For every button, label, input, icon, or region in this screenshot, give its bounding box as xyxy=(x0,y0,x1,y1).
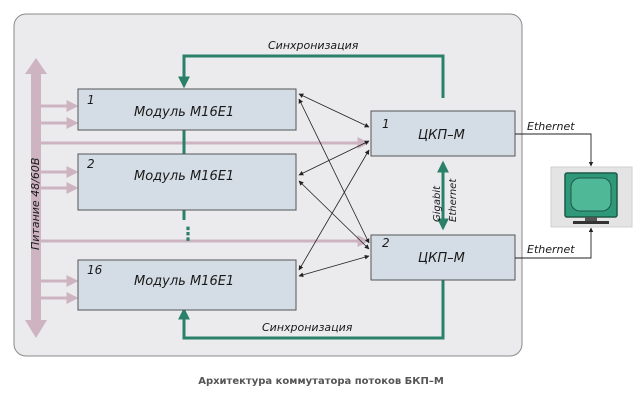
ckp-1: 1 ЦКП–М xyxy=(370,110,516,157)
sync-lines xyxy=(178,54,445,340)
ckp-1-name: ЦКП–М xyxy=(418,128,465,143)
module-16-name: Модуль M16E1 xyxy=(134,274,234,289)
monitor-icon xyxy=(550,166,633,228)
gigabit-label-line1: Gigabit xyxy=(432,185,443,222)
power-bus xyxy=(25,58,47,338)
module-1-number: 1 xyxy=(87,93,95,107)
module-2-number: 2 xyxy=(87,157,95,171)
diagram-caption: Архитектура коммутатора потоков БКП–М xyxy=(198,376,444,387)
ethernet-links xyxy=(515,133,594,259)
module-2-name: Модуль M16E1 xyxy=(134,169,234,184)
module-2: 2 Модуль M16E1 xyxy=(77,153,297,211)
ethernet-top-label: Ethernet xyxy=(527,120,575,133)
module-16: 16 Модуль M16E1 xyxy=(77,259,297,311)
ckp-2: 2 ЦКП–М xyxy=(370,234,516,281)
ckp-2-number: 2 xyxy=(382,236,390,250)
modules-ellipsis: ⋮ xyxy=(179,224,197,245)
module-16-number: 16 xyxy=(87,263,103,277)
power-label: Питание 48/60В xyxy=(29,158,42,250)
sync-bottom-label: Синхронизация xyxy=(262,321,353,334)
module-1-name: Модуль M16E1 xyxy=(134,105,234,120)
module-1: 1 Модуль M16E1 xyxy=(77,88,297,131)
ckp-1-number: 1 xyxy=(382,117,390,131)
ckp-2-name: ЦКП–М xyxy=(418,251,465,266)
ethernet-bottom-label: Ethernet xyxy=(527,243,575,256)
sync-top-label: Синхронизация xyxy=(268,39,359,52)
gigabit-label-line2: Ethernet xyxy=(448,178,459,222)
cross-connections xyxy=(298,93,370,278)
